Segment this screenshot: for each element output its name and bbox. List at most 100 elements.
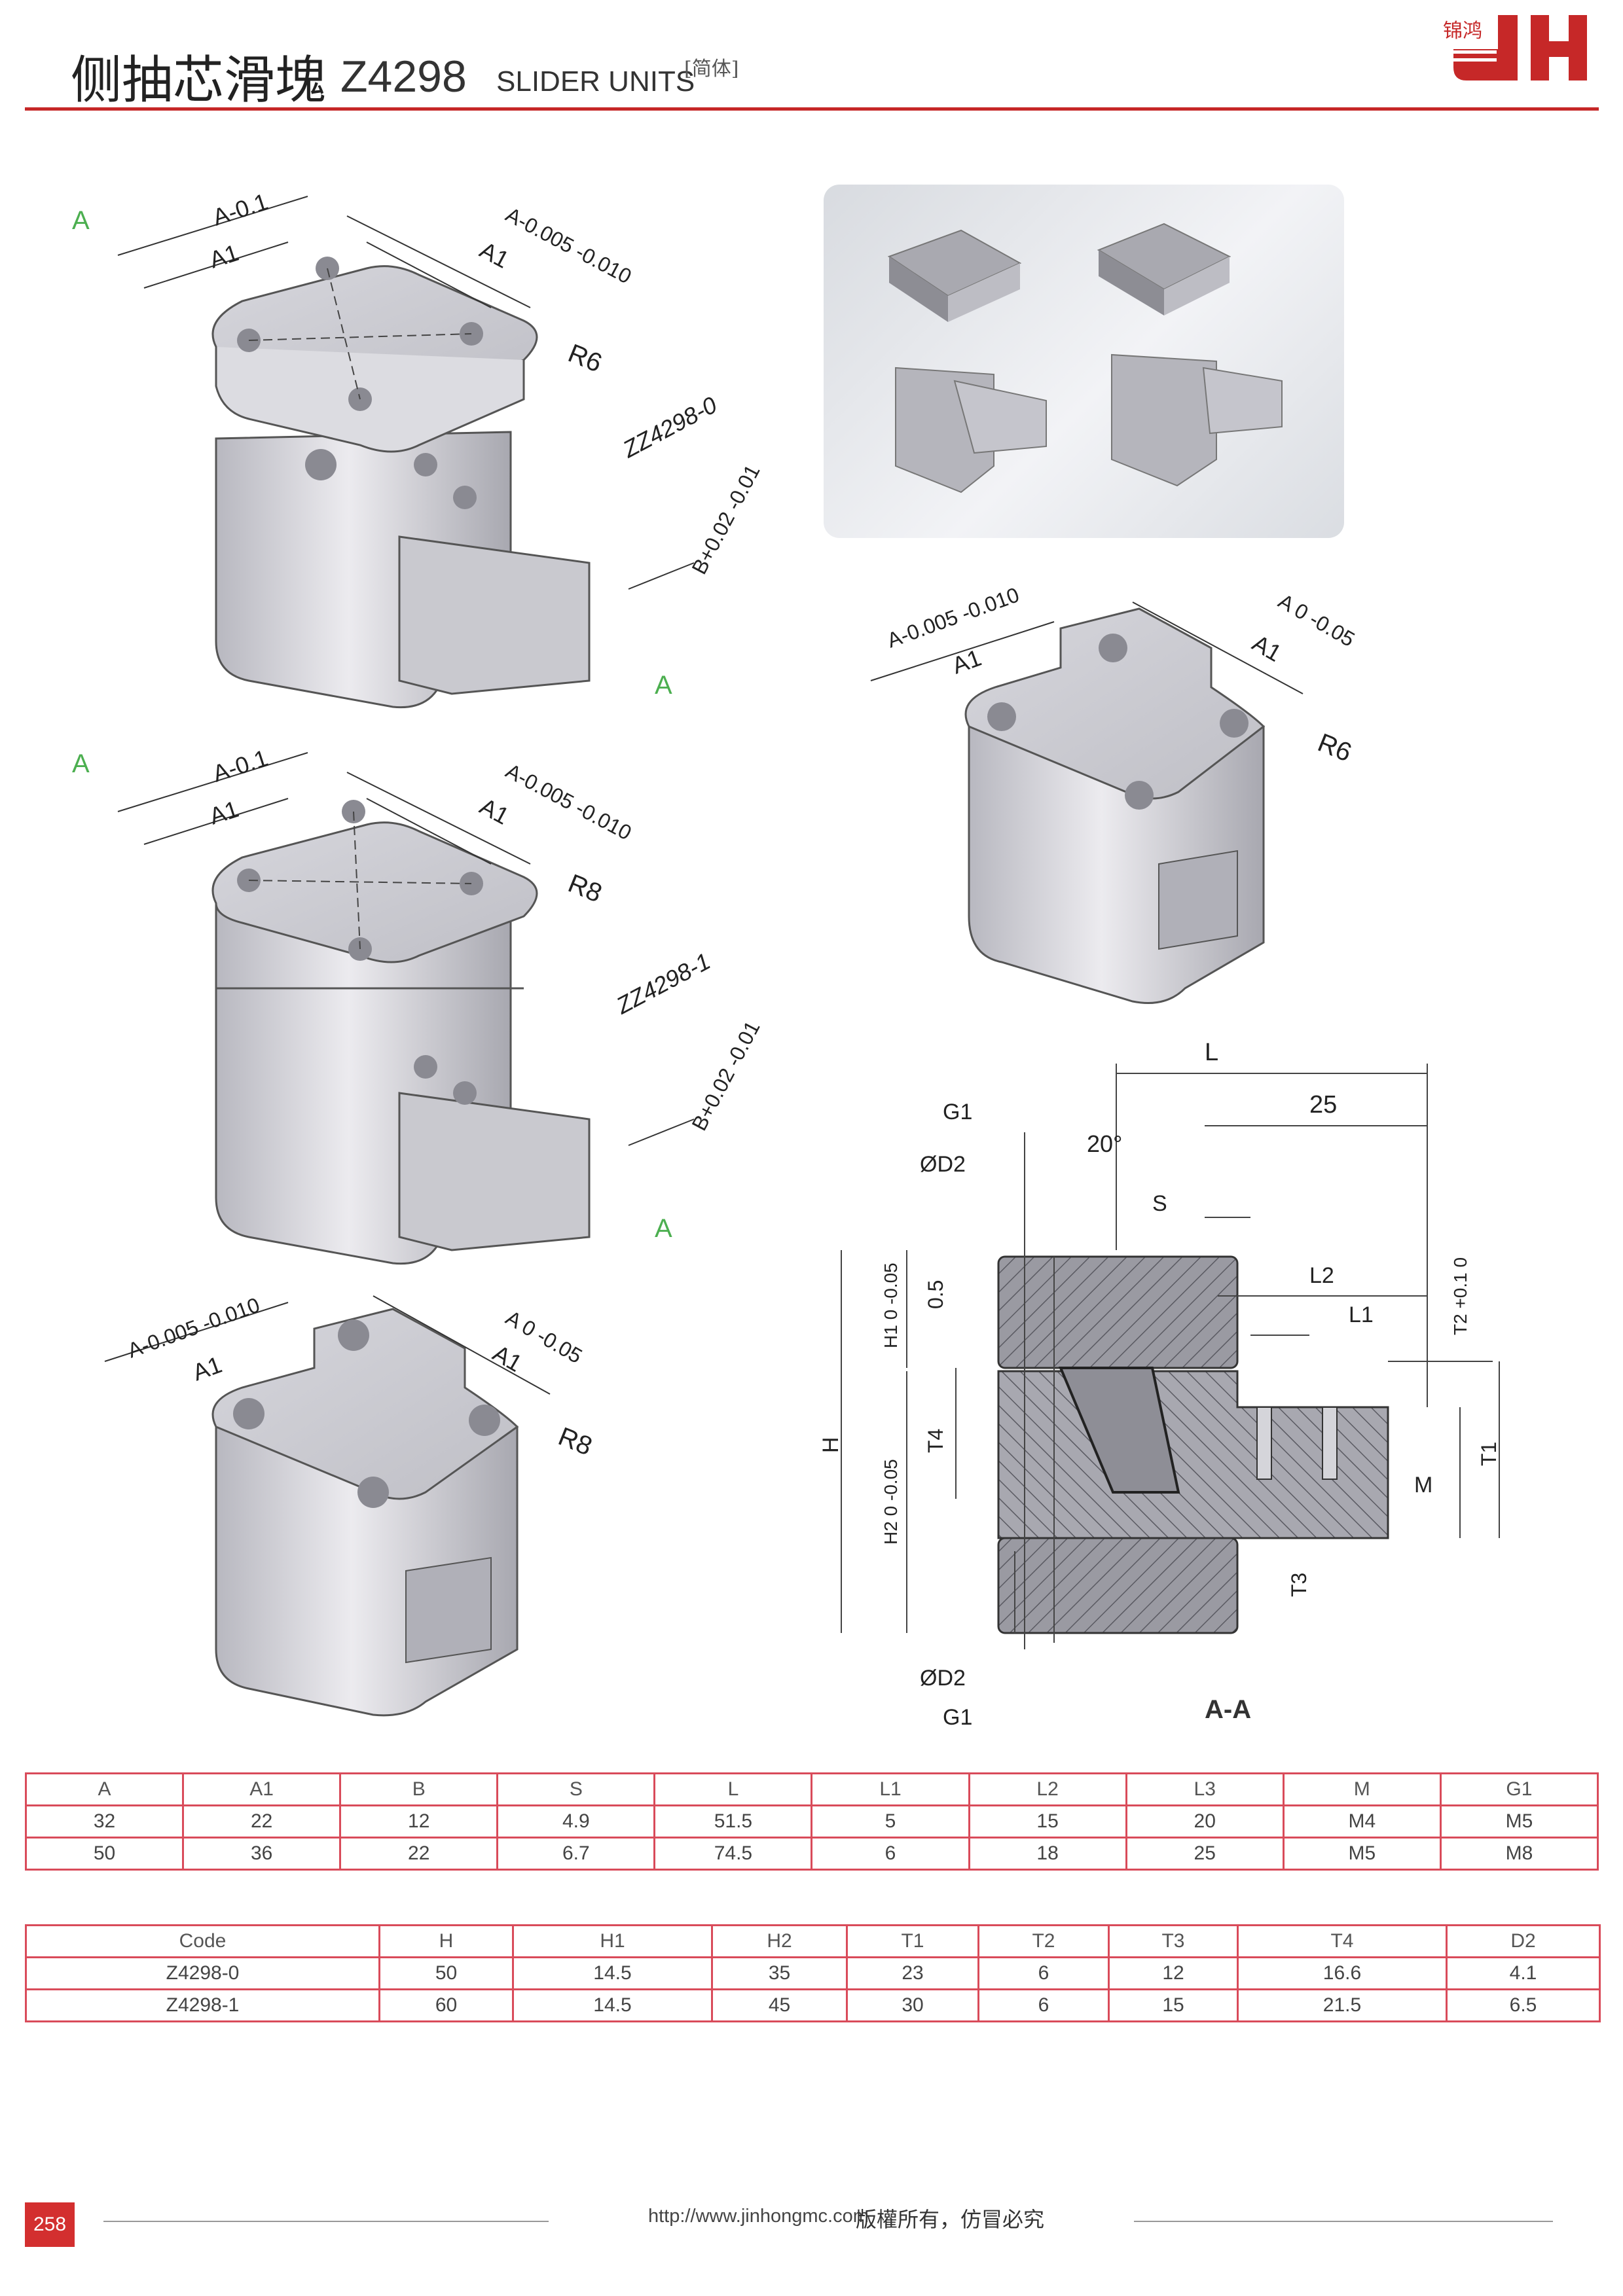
dim-t4: T4 xyxy=(924,1429,947,1453)
table-cell: 50 xyxy=(378,1956,514,1990)
table-row: 32 22 12 4.9 51.5 5 15 20 M4 M5 xyxy=(24,1804,1599,1839)
dimension-table-1: A A1 B S L L1 L2 L3 M G1 32 22 12 4.9 51… xyxy=(24,1772,1599,1871)
header-code: Code xyxy=(25,1924,380,1958)
table-cell: 14.5 xyxy=(512,1988,713,2022)
table-cell: 14.5 xyxy=(512,1956,713,1990)
isometric-drawing-zz4298-1: A-0.1 A1 A-0.005 -0.010 A1 R8 ZZ4298-1 B… xyxy=(72,744,765,1265)
dim-a1-b: A1 xyxy=(475,236,513,274)
table-cell: 45 xyxy=(711,1988,848,2022)
table-cell: 16.6 xyxy=(1237,1956,1448,1990)
dim-angle: 20° xyxy=(1087,1130,1122,1157)
table-cell: 74.5 xyxy=(653,1837,813,1871)
table-cell: M5 xyxy=(1439,1804,1599,1839)
table-cell: 22 xyxy=(339,1837,499,1871)
table-cell: 60 xyxy=(378,1988,514,2022)
table-cell: 51.5 xyxy=(653,1804,813,1839)
header-h1: H1 xyxy=(512,1924,713,1958)
dim-t2: T2 +0.1 0 xyxy=(1450,1257,1470,1335)
table-header-row: Code H H1 H2 T1 T2 T3 T4 D2 xyxy=(25,1924,1601,1958)
header-h: H xyxy=(378,1924,514,1958)
header-t3: T3 xyxy=(1108,1924,1239,1958)
language-tag: [简体] xyxy=(684,58,739,81)
table-cell: 21.5 xyxy=(1237,1988,1448,2022)
dim-a-tol: A-0.1 xyxy=(210,744,272,787)
dim-h: H xyxy=(818,1437,843,1453)
dim-b-tol: B+0.02 -0.01 xyxy=(687,1017,764,1134)
footer-copyright: 版權所有，仿冒必究 xyxy=(856,2207,1045,2232)
table-cell: 32 xyxy=(24,1804,185,1839)
header-l3: L3 xyxy=(1125,1772,1285,1806)
dim-half: 0.5 xyxy=(924,1280,947,1309)
table-cell: 12 xyxy=(1108,1956,1239,1990)
dim-g1-top: G1 xyxy=(943,1100,972,1124)
dim-a-tol-2: A-0.005 -0.010 xyxy=(502,759,636,844)
table-cell: 12 xyxy=(339,1804,499,1839)
product-code: Z4298 xyxy=(340,52,467,101)
dim-d2-top: ØD2 xyxy=(920,1152,966,1177)
header-d2: D2 xyxy=(1446,1924,1601,1958)
table-cell: 23 xyxy=(846,1956,979,1990)
dim-d2-bottom: ØD2 xyxy=(920,1666,966,1691)
dim-radius: R6 xyxy=(564,339,606,378)
dim-m: M xyxy=(1414,1473,1432,1498)
model-label: ZZ4298-0 xyxy=(618,391,721,463)
table-row: 50 36 22 6.7 74.5 6 18 25 M5 M8 xyxy=(24,1837,1599,1871)
table-cell: 5 xyxy=(811,1804,970,1839)
dim-t1: T1 xyxy=(1477,1442,1501,1466)
header-l1: L1 xyxy=(811,1772,970,1806)
footer-divider-left xyxy=(103,2221,549,2222)
isometric-drawing-zz4298-0: A-0.1 A1 A-0.005 -0.010 A1 R6 ZZ4298-0 B… xyxy=(72,188,765,709)
dim-a1-b: A1 xyxy=(1248,629,1286,667)
model-label: ZZ4298-1 xyxy=(611,948,715,1020)
table-cell: 25 xyxy=(1125,1837,1285,1871)
section-view-a-a: L 25 G1 ØD2 20° S L2 L1 T2 +0.1 0 T1 M H… xyxy=(818,1039,1501,1730)
dim-a1: A1 xyxy=(949,644,985,679)
page-number: 258 xyxy=(25,2202,75,2247)
dim-25: 25 xyxy=(1309,1091,1337,1119)
table-cell: M5 xyxy=(1282,1837,1442,1871)
header-divider xyxy=(25,107,1599,111)
table-cell: 50 xyxy=(24,1837,185,1871)
logo-brand-text: 锦鸿 xyxy=(1443,20,1482,43)
header-m: M xyxy=(1282,1772,1442,1806)
header-t1: T1 xyxy=(846,1924,979,1958)
table-cell: 4.1 xyxy=(1446,1956,1601,1990)
header-a1: A1 xyxy=(182,1772,342,1806)
table-cell: 6 xyxy=(811,1837,970,1871)
dim-h1: H1 0 -0.05 xyxy=(881,1263,901,1348)
dim-s: S xyxy=(1152,1191,1167,1216)
table-cell: 6 xyxy=(977,1956,1110,1990)
table-cell: 15 xyxy=(1108,1988,1239,2022)
table-cell: 6.7 xyxy=(496,1837,656,1871)
dim-a-tol-2: A 0 -0.05 xyxy=(1275,589,1359,651)
header-b: B xyxy=(339,1772,499,1806)
table-cell: 20 xyxy=(1125,1804,1285,1839)
section-marker-a-2: A xyxy=(655,1214,672,1243)
footer-url-link[interactable]: http://www.jinhongmc.com xyxy=(648,2206,869,2227)
dim-a1: A1 xyxy=(189,1351,225,1386)
table-cell: 22 xyxy=(182,1804,342,1839)
dim-radius: R8 xyxy=(564,869,606,908)
header-a: A xyxy=(24,1772,185,1806)
table-cell: 30 xyxy=(846,1988,979,2022)
dim-a-tol-2: A-0.005 -0.010 xyxy=(502,202,636,288)
dim-g1-bottom: G1 xyxy=(943,1705,972,1730)
dim-l: L xyxy=(1205,1039,1218,1066)
dim-a1: A1 xyxy=(206,795,242,830)
dim-h2: H2 0 -0.05 xyxy=(881,1459,901,1545)
table-cell: M4 xyxy=(1282,1804,1442,1839)
section-title: A-A xyxy=(1205,1695,1251,1724)
page-title-english: SLIDER UNITS xyxy=(496,65,695,98)
isometric-drawing-lower-block-r8: A-0.005 -0.010 A1 A 0 -0.05 A1 R8 xyxy=(104,1293,596,1717)
dim-l2: L2 xyxy=(1309,1263,1334,1288)
table-cell: Z4298-0 xyxy=(25,1956,380,1990)
table-cell: 18 xyxy=(968,1837,1127,1871)
isometric-drawing-lower-block-r6: A-0.005 -0.010 A1 A 0 -0.05 A1 R6 xyxy=(870,583,1359,1004)
table-cell: Z4298-1 xyxy=(25,1988,380,2022)
section-marker-a-2: A xyxy=(655,671,672,700)
dim-a1: A1 xyxy=(206,239,242,274)
dim-a1-b: A1 xyxy=(488,1339,527,1377)
dim-radius: R8 xyxy=(555,1422,596,1462)
dim-l1: L1 xyxy=(1349,1302,1374,1327)
section-marker-a: A xyxy=(72,749,90,778)
